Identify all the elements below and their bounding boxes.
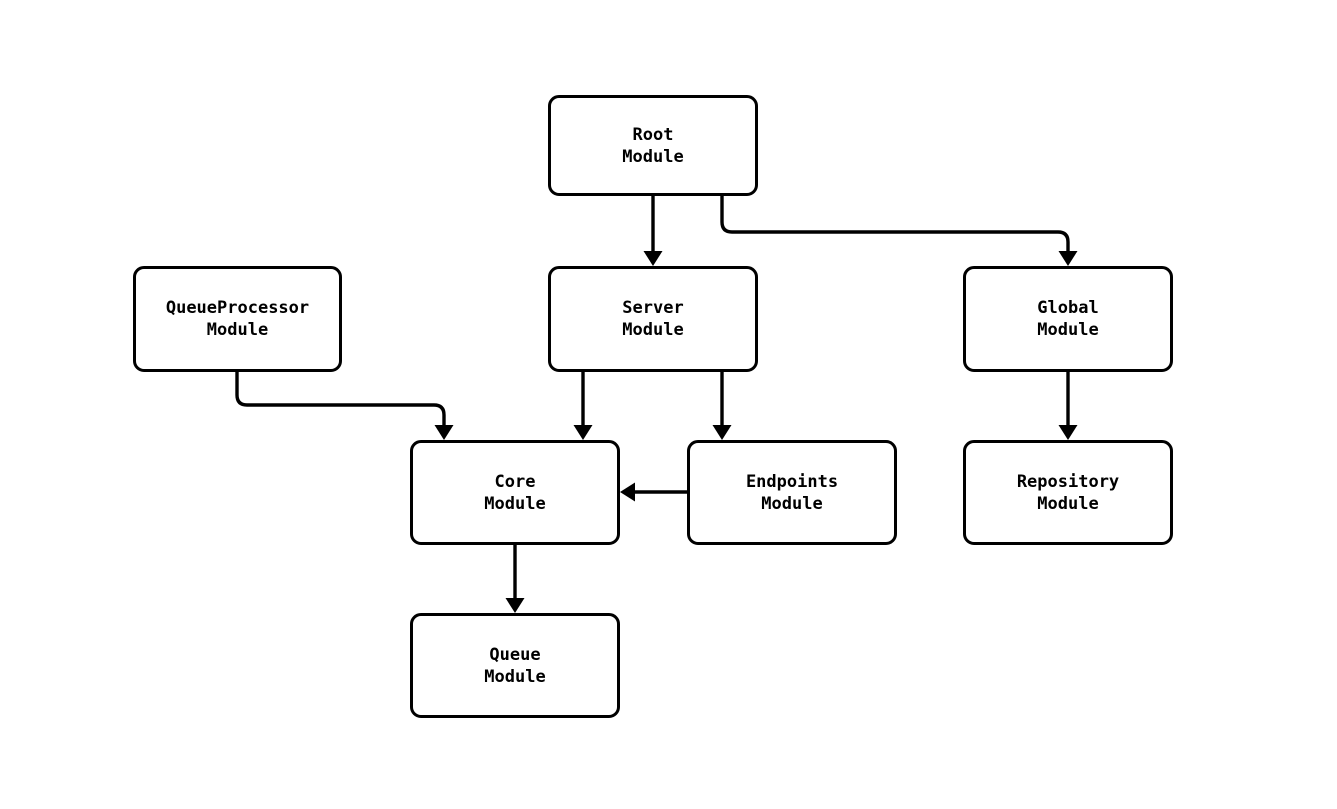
core-module-label-line1: Core bbox=[494, 471, 536, 492]
queue-module-label-line2: Module bbox=[484, 666, 546, 687]
global-module-node[interactable]: Global Module bbox=[963, 266, 1173, 372]
core-module-label-line2: Module bbox=[484, 493, 546, 514]
arrowhead-icon bbox=[620, 482, 635, 502]
core-module-node[interactable]: Core Module bbox=[410, 440, 620, 545]
queue-module-label-line1: Queue bbox=[489, 644, 541, 665]
root-module-label-line2: Module bbox=[622, 146, 684, 167]
edge-queueprocessor-to-core bbox=[235, 372, 454, 440]
arrowhead-icon bbox=[434, 425, 454, 440]
edge-endpoints-to-core bbox=[620, 482, 687, 502]
edge-root-to-server bbox=[643, 196, 663, 266]
arrowhead-icon bbox=[573, 425, 593, 440]
repository-module-label-line2: Module bbox=[1037, 493, 1099, 514]
edge-core-to-queue bbox=[505, 545, 525, 613]
global-module-label-line1: Global bbox=[1037, 298, 1099, 318]
queue-module-node[interactable]: Queue Module bbox=[410, 613, 620, 718]
arrowhead-icon bbox=[643, 251, 663, 266]
queueprocessor-module-label-line2: Module bbox=[206, 320, 269, 340]
edge-root-to-global bbox=[720, 196, 1078, 266]
root-module-node[interactable]: Root Module bbox=[548, 95, 758, 196]
arrowhead-icon bbox=[1058, 425, 1078, 440]
repository-module-node[interactable]: Repository Module bbox=[963, 440, 1173, 545]
queueprocessor-module-label-line1: QueueProcessor bbox=[165, 298, 310, 318]
server-module-node[interactable]: Server Module bbox=[548, 266, 758, 372]
arrowhead-icon bbox=[1058, 251, 1078, 266]
root-module-label-line1: Root bbox=[632, 124, 674, 145]
edge-server-to-core bbox=[573, 372, 593, 440]
endpoints-module-label-line2: Module bbox=[761, 493, 823, 514]
repository-module-label-line1: Repository bbox=[1016, 471, 1120, 492]
edge-server-to-endpoints bbox=[712, 372, 732, 440]
queueprocessor-module-node[interactable]: QueueProcessor Module bbox=[133, 266, 342, 372]
arrowhead-icon bbox=[505, 598, 525, 613]
edge-global-to-repository bbox=[1058, 372, 1078, 440]
endpoints-module-node[interactable]: Endpoints Module bbox=[687, 440, 897, 545]
server-module-label-line2: Module bbox=[622, 320, 684, 340]
endpoints-module-label-line1: Endpoints bbox=[745, 471, 839, 492]
global-module-label-line2: Module bbox=[1037, 320, 1099, 340]
arrowhead-icon bbox=[712, 425, 732, 440]
server-module-label-line1: Server bbox=[622, 298, 684, 318]
